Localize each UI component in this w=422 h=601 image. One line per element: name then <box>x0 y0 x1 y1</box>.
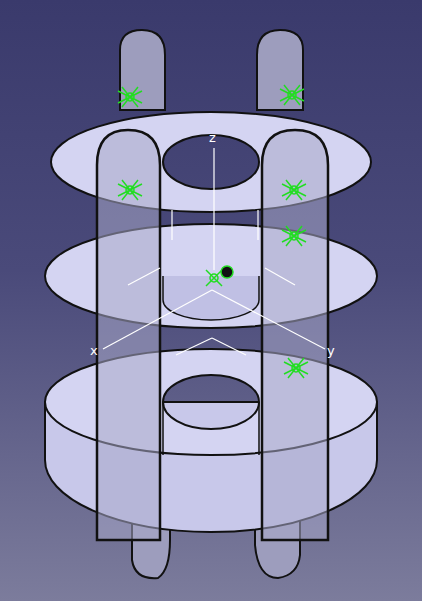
axis-label: z <box>209 131 216 145</box>
axis-label: y <box>327 344 335 358</box>
axis-label: x <box>90 344 98 358</box>
